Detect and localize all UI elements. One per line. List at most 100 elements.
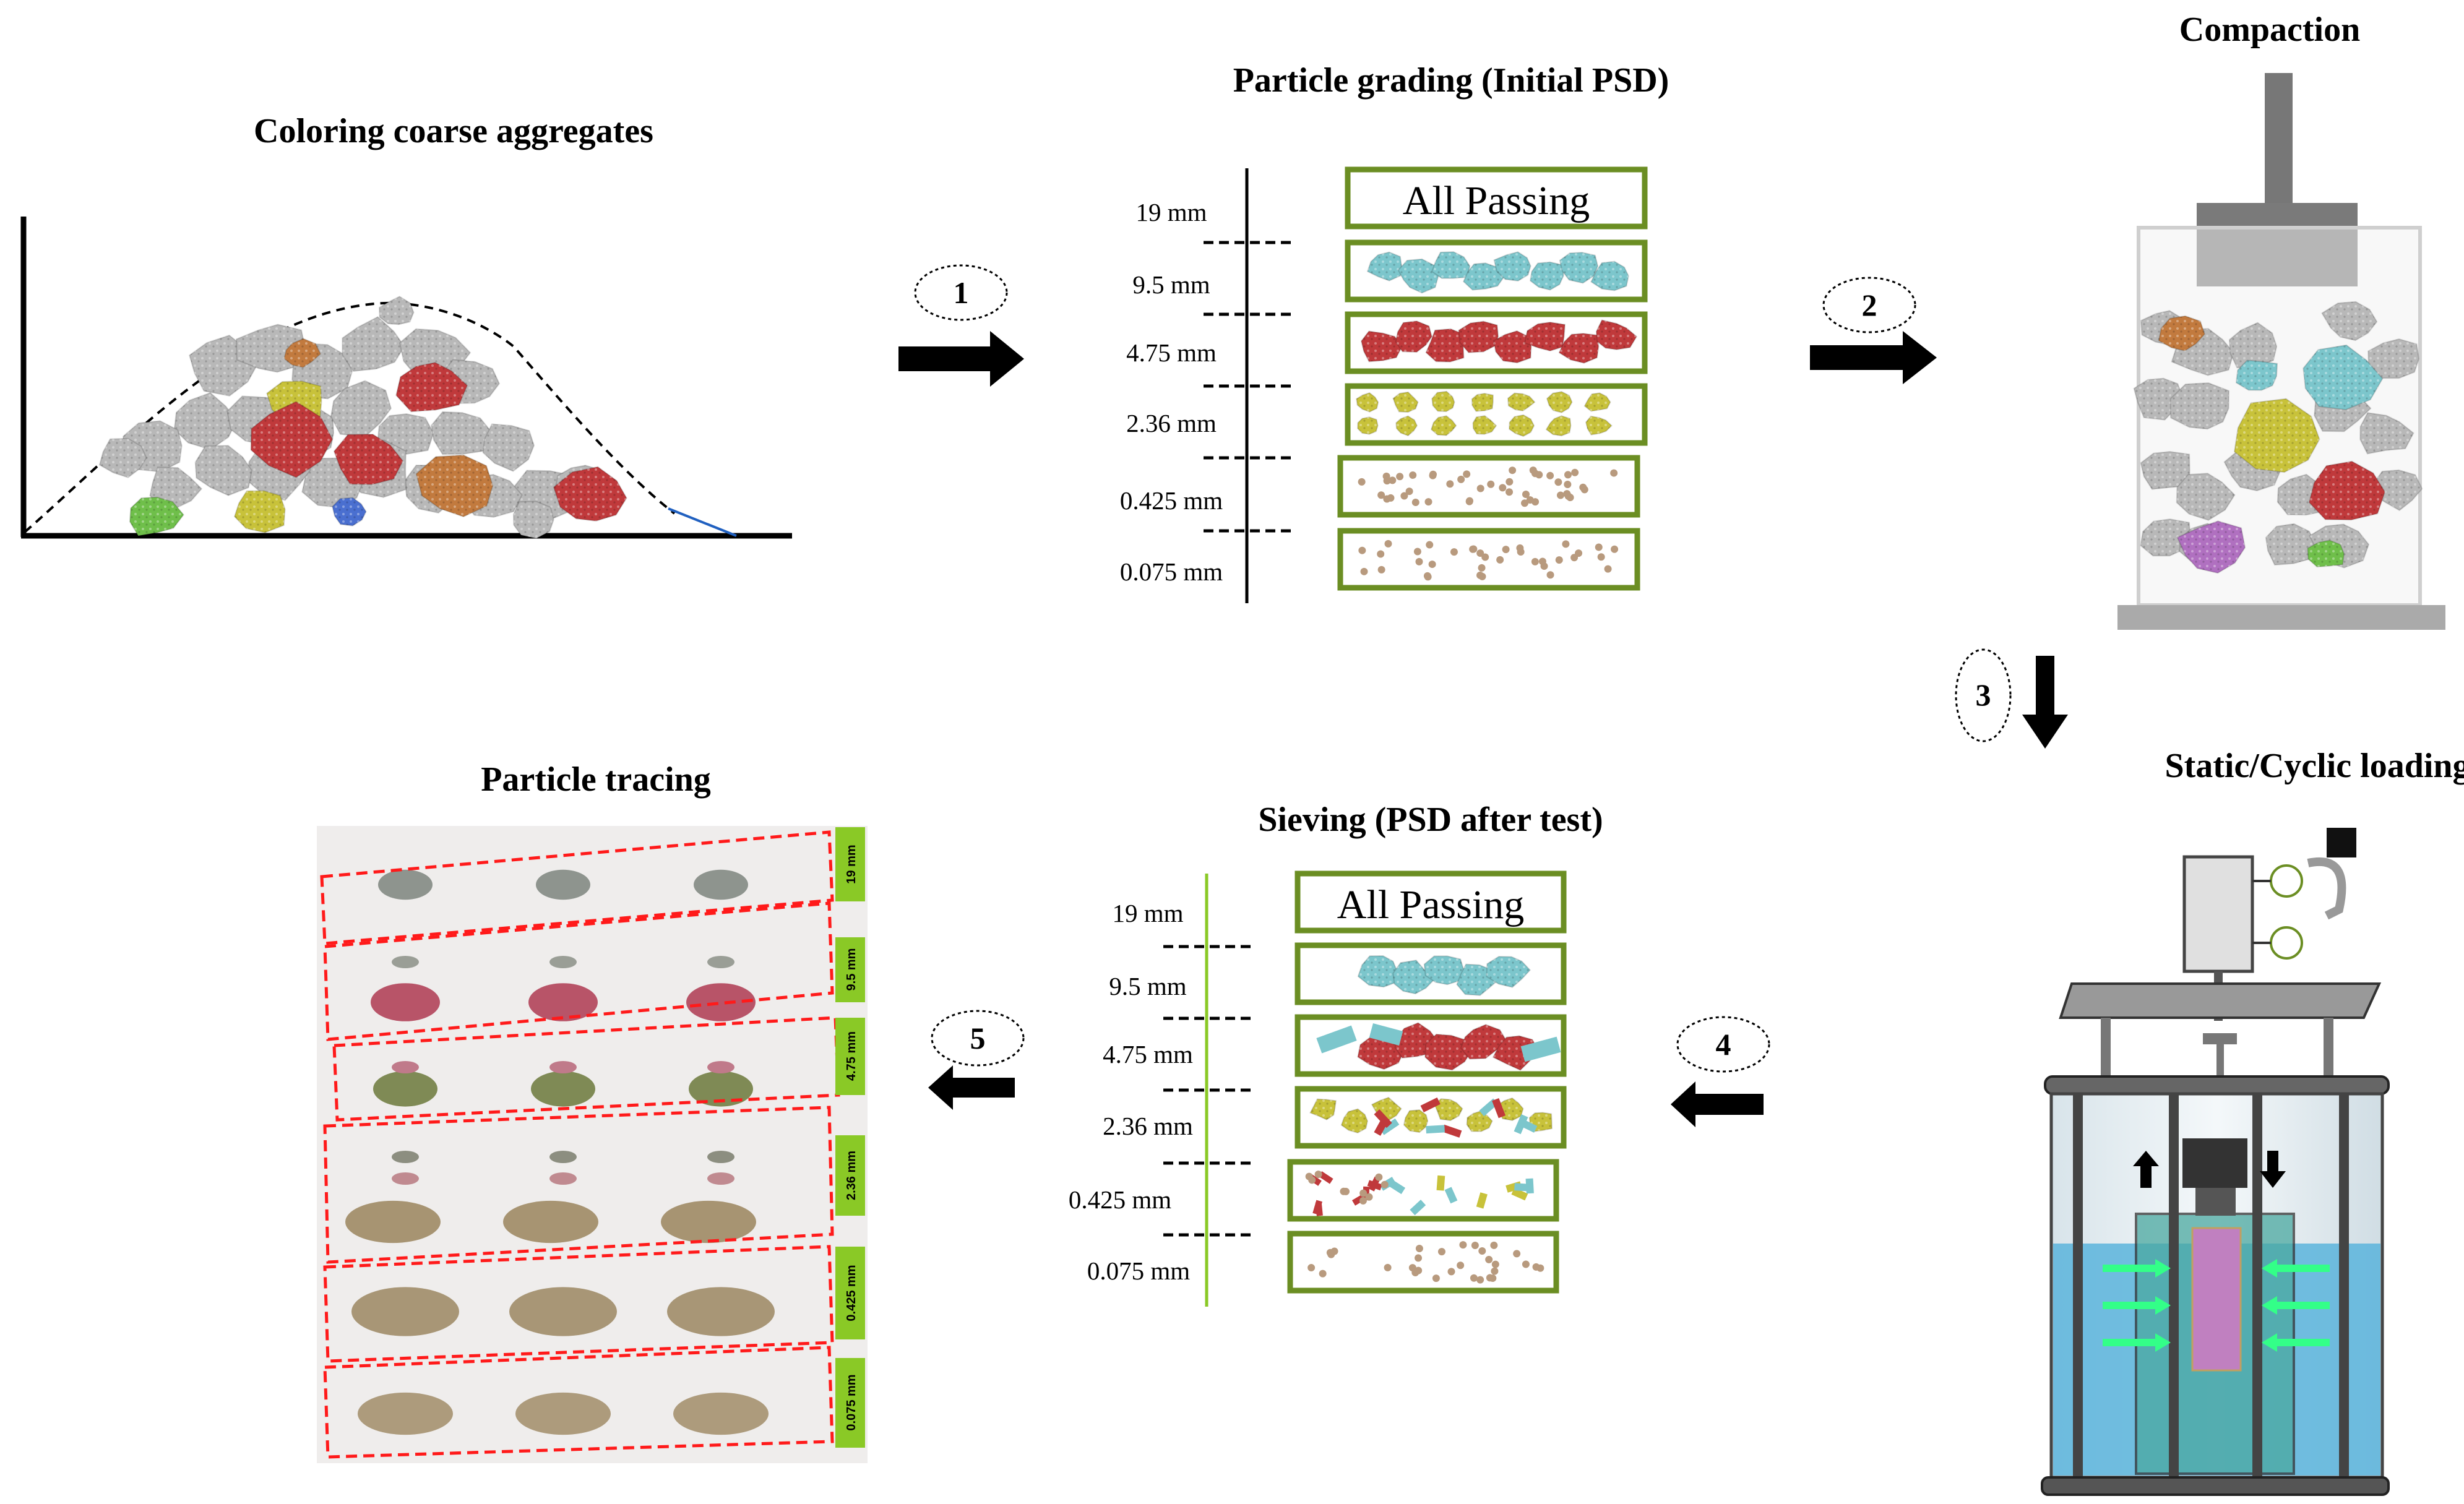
yellow-particle-texture	[1356, 393, 1379, 412]
pressure-arrow-icon	[2262, 1259, 2330, 1278]
orange-aggregate-texture	[284, 338, 321, 367]
grey-aggregate-texture	[2265, 523, 2316, 565]
sample-pile	[509, 1287, 617, 1336]
cyan-fragment	[1316, 1025, 1357, 1054]
grey-aggregate-texture	[2176, 473, 2235, 520]
green-aggregate-texture	[2307, 540, 2345, 567]
cyan-aggregate-texture	[2303, 345, 2383, 410]
arrow-down-small-icon	[2260, 1151, 2286, 1188]
residue-pile	[707, 1151, 734, 1163]
tie-rod-right	[2339, 1094, 2349, 1477]
fine-particle	[1487, 480, 1495, 488]
tag-2-36-label: 2.36 mm	[845, 1151, 858, 1200]
fine-particle	[1405, 488, 1413, 496]
orange-aggregate-texture	[416, 455, 493, 517]
step-5-number: 5	[970, 1021, 986, 1055]
red-particle-texture	[1426, 329, 1465, 362]
fine-particle	[1562, 540, 1570, 548]
red-aggregate-texture	[334, 434, 403, 484]
grey-aggregate-texture	[99, 438, 147, 478]
mold-base	[2117, 605, 2445, 630]
grey-aggregate-texture	[150, 467, 202, 508]
yellow-particle-texture	[1509, 415, 1535, 437]
tracing-title: Particle tracing	[481, 760, 711, 799]
fine-particle	[1358, 546, 1366, 554]
step-1-circle	[914, 264, 1008, 321]
step-2-circle	[1822, 277, 1916, 333]
yellow-particle-texture	[1431, 416, 1457, 436]
cyan-particle-texture	[1530, 262, 1564, 290]
arrow-left-icon-2	[928, 1065, 1015, 1110]
yellow-particle-texture	[1358, 417, 1378, 434]
grey-aggregate-texture	[2322, 301, 2377, 341]
fine-particle	[1381, 1180, 1389, 1188]
fine-particle	[1426, 541, 1434, 549]
fine-particle	[1579, 483, 1587, 491]
sample-piles	[345, 869, 775, 1435]
fragment	[1410, 1200, 1426, 1216]
fine-particle	[1450, 548, 1458, 556]
fine-particle	[1389, 476, 1397, 484]
yellow-particle-texture	[1471, 393, 1493, 411]
fine-particle	[1476, 1276, 1484, 1284]
fine-particle	[1360, 567, 1368, 575]
red-particle-texture	[1559, 333, 1599, 363]
confining-pressure-arrows	[2103, 1259, 2330, 1352]
fine-particle	[1358, 478, 1366, 486]
loading-piston	[2182, 1138, 2247, 1188]
fine-particle	[1604, 565, 1612, 573]
red-aggregate-texture	[251, 402, 333, 478]
purple-aggregate-texture	[2177, 521, 2246, 574]
grey-aggregate-texture	[2134, 378, 2182, 420]
sample-pile	[373, 1071, 437, 1107]
red-particle-texture	[1425, 1034, 1472, 1070]
yellow-aggregate-texture	[235, 491, 285, 533]
top-cap	[2195, 1185, 2236, 1216]
fine-particle	[1564, 481, 1572, 489]
fine-particle	[1563, 490, 1571, 498]
fine-particle	[1411, 498, 1419, 506]
grey-aggregate-texture	[2229, 322, 2277, 368]
fine-particle	[1476, 484, 1484, 492]
fine-particle	[1396, 473, 1404, 481]
coloring-panel: Coloring coarse aggregates	[20, 112, 792, 539]
fine-particle	[1481, 553, 1489, 561]
fine-particle	[1457, 475, 1465, 483]
tag-19-label: 19 mm	[845, 844, 858, 883]
fine-particle	[1415, 557, 1423, 565]
sample-pile	[358, 1392, 453, 1435]
step-3-number: 3	[1976, 677, 1991, 712]
fine-particle	[1469, 545, 1477, 553]
tag-19	[835, 827, 865, 901]
grading-title: Particle grading (Initial PSD)	[1233, 61, 1669, 100]
fine-particle	[1437, 1248, 1445, 1256]
red-fragment	[1315, 1201, 1323, 1216]
fine-particle	[1554, 478, 1562, 486]
fragment	[1511, 1187, 1528, 1201]
fragment	[1442, 1124, 1462, 1138]
fine-particle	[1595, 543, 1603, 551]
step-3: 3	[1955, 648, 2068, 749]
residue-pile	[392, 1172, 419, 1185]
fine-particle	[1540, 562, 1548, 570]
sample-pile	[689, 1071, 753, 1107]
red-fragment	[1318, 1171, 1333, 1184]
fine-particle	[1359, 1189, 1368, 1197]
sample-pile	[673, 1392, 769, 1435]
grey-aggregate-texture	[174, 392, 237, 450]
fragment	[1379, 1118, 1400, 1135]
fine-particle	[1597, 553, 1605, 561]
fine-particle	[1531, 557, 1539, 565]
yellow-particle-texture	[1403, 1110, 1428, 1133]
fine-particle	[1531, 498, 1540, 506]
cyan-fragment	[1520, 1036, 1561, 1062]
fine-particle	[1571, 468, 1579, 476]
band-9-5	[323, 901, 834, 1041]
after-sieve-9-5: 9.5 mm	[1109, 972, 1186, 1000]
fine-particle	[1478, 572, 1486, 580]
red-particle-texture	[1493, 1036, 1539, 1070]
fine-particle	[1387, 494, 1395, 502]
pressure-arrow-icon	[2262, 1296, 2330, 1315]
fine-particle	[1570, 554, 1579, 562]
pressure-arrow-icon	[2262, 1333, 2330, 1352]
